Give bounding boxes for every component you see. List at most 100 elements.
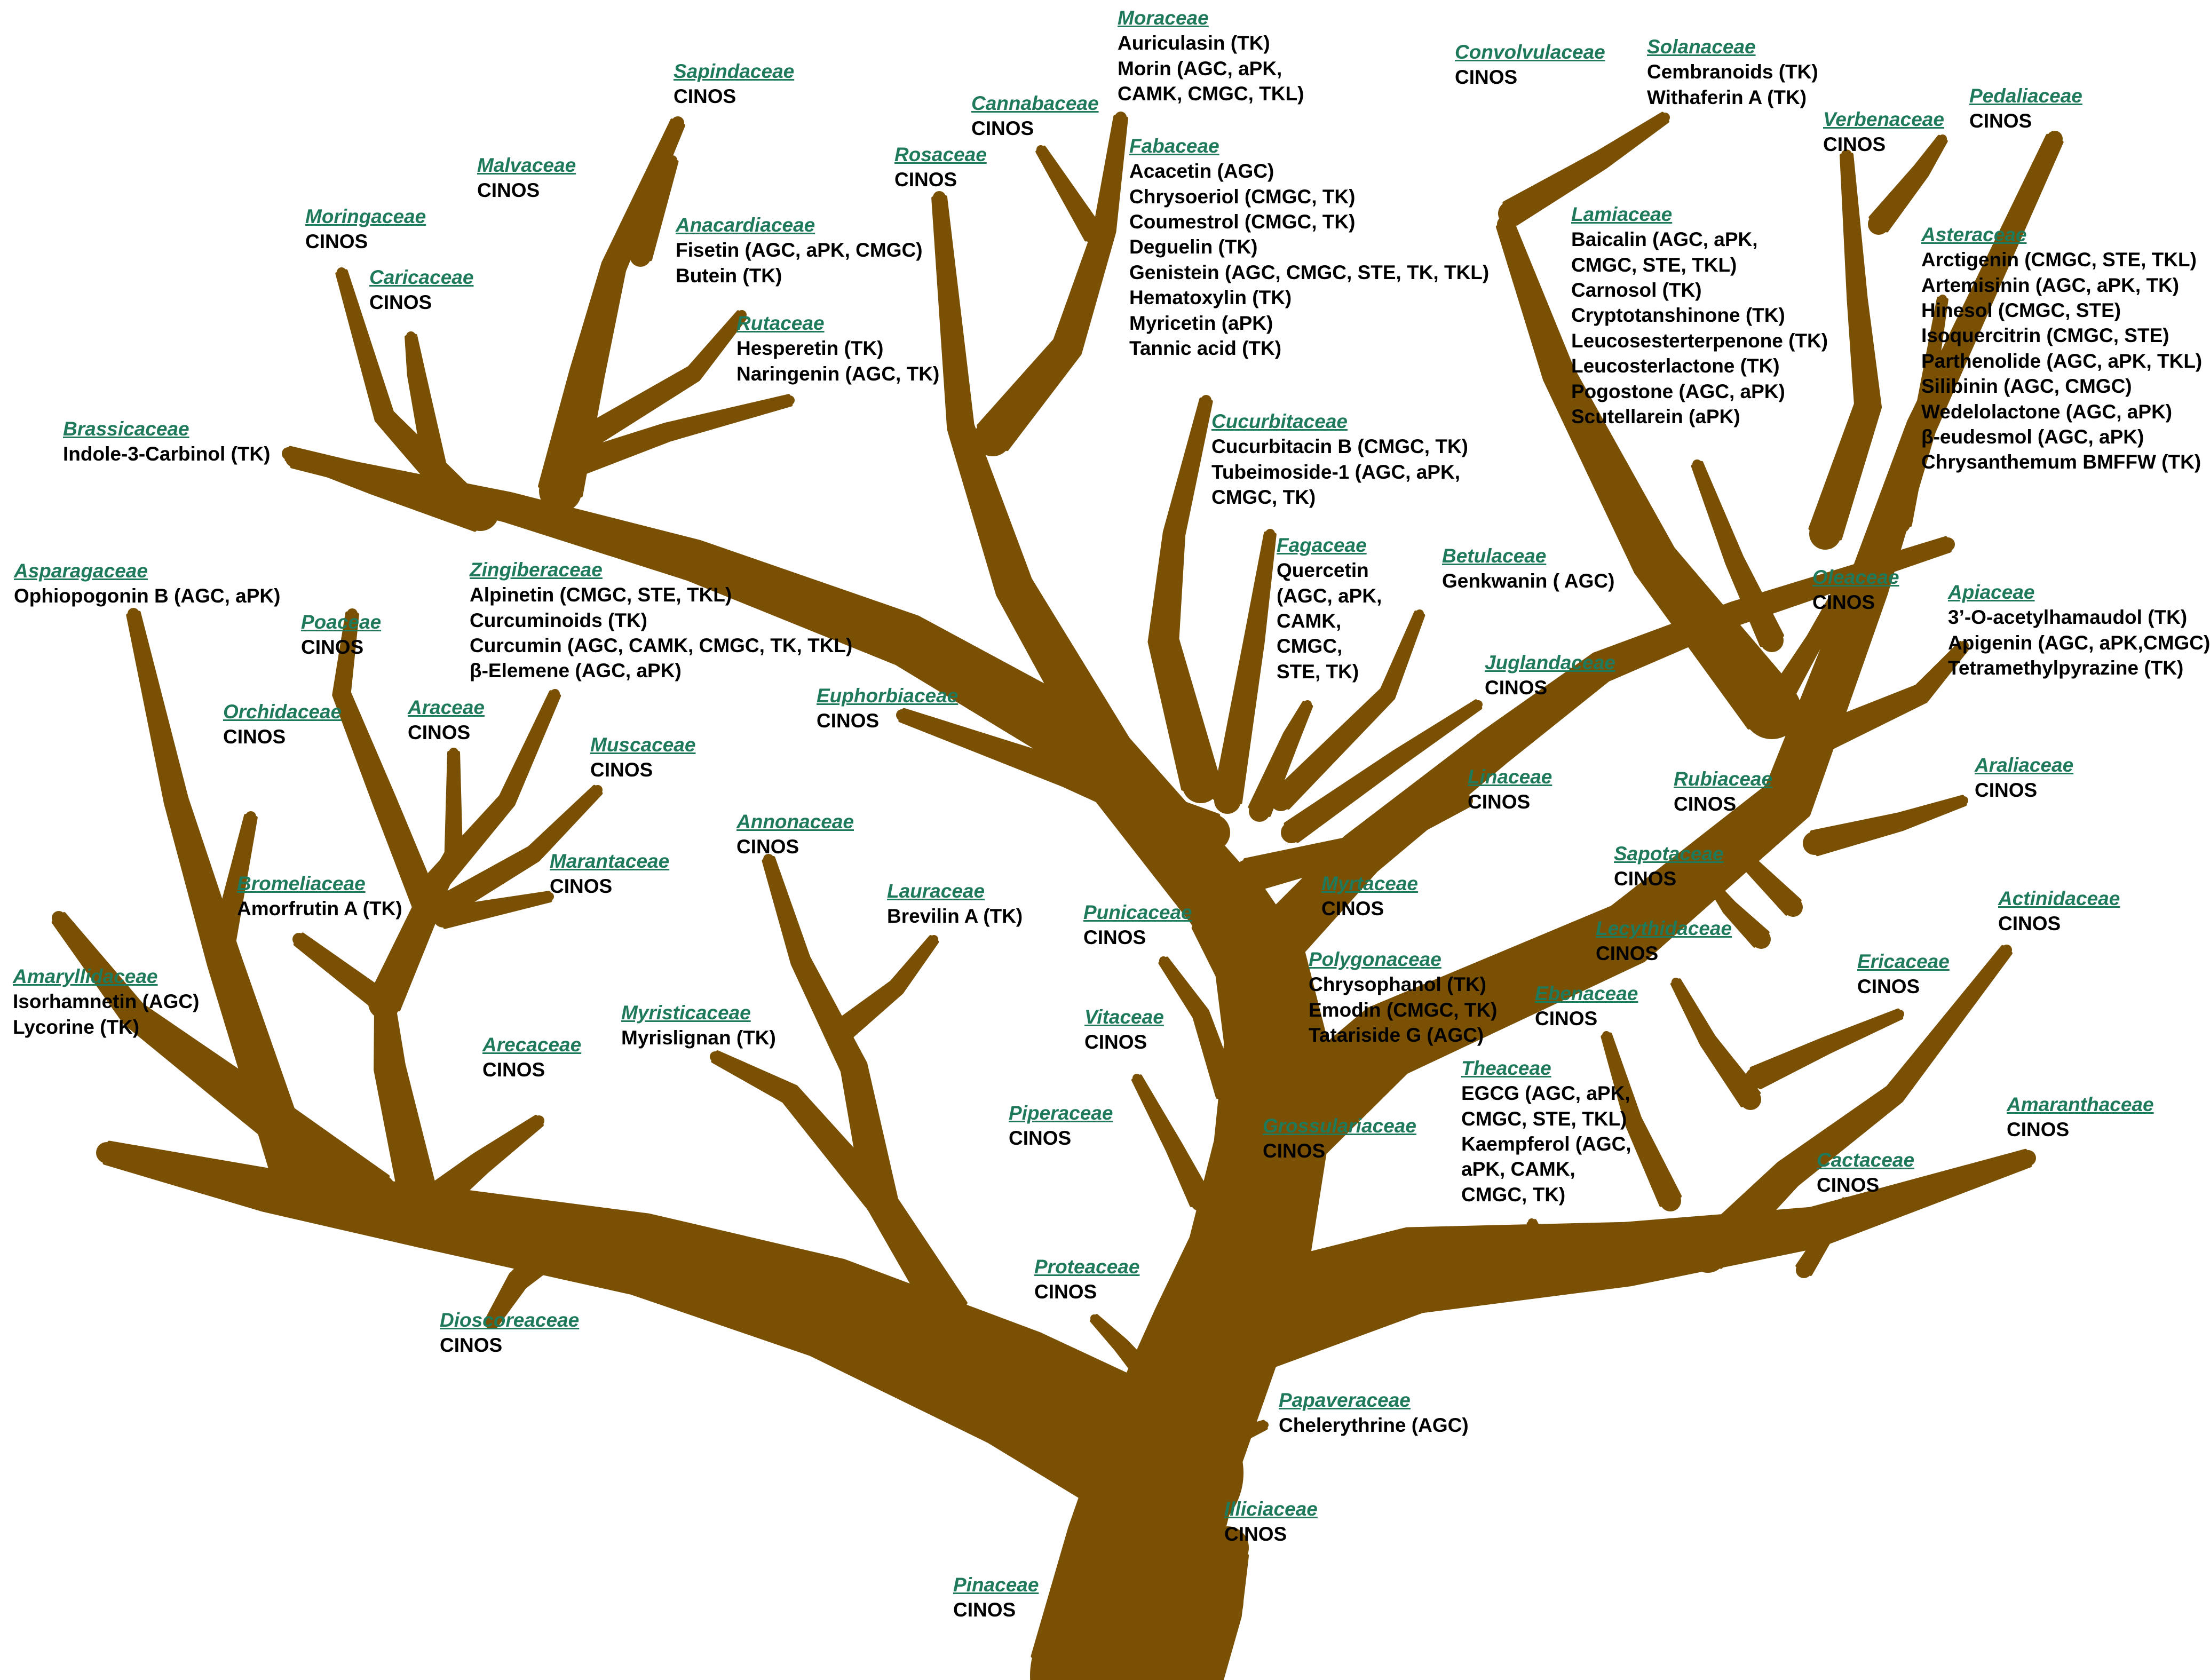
- betulaceae-branch-joint: [1380, 686, 1395, 701]
- compound-text: Auriculasin (TK): [1118, 32, 1270, 54]
- apiaceae-branch-joint: [1812, 723, 1839, 750]
- family-name-proteaceae: Proteaceae: [1034, 1256, 1140, 1278]
- myristicaceae-branch-joint: [780, 1084, 800, 1104]
- compound-text: Curcumin (AGC, CAMK, CMGC, TK, TKL): [470, 635, 853, 657]
- lamiaceae-branch-joint: [1726, 552, 1743, 569]
- anacardiaceae-branch-joint: [737, 310, 747, 320]
- araceae-branch-joint: [416, 897, 438, 918]
- amaranthaceae-branch: [1916, 1152, 2031, 1207]
- juglandaceae-branch-joint: [1474, 700, 1483, 709]
- piperaceae-branch-joint: [956, 1319, 965, 1328]
- cannabaceae-branch: [977, 115, 1128, 451]
- caricaceae-branch-joint: [408, 366, 424, 382]
- illiciaceae-branch-joint: [1218, 1533, 1226, 1541]
- compound-text: CINOS: [408, 722, 471, 744]
- compound-text: CINOS: [1857, 976, 1920, 998]
- bromeliaceae-branch-joint: [292, 933, 305, 946]
- compound-text: CINOS: [1969, 110, 2032, 132]
- compound-text: CMGC, STE, TKL): [1571, 253, 1737, 276]
- poaceae-branch-joint: [334, 686, 350, 702]
- compound-text: 3’-O-acetylhamaudol (TK): [1948, 606, 2188, 629]
- moringaceae-branch-joint: [446, 483, 472, 510]
- proteaceae-branch-joint: [1143, 1373, 1162, 1392]
- compound-text: CMGC, TK): [1461, 1183, 1566, 1206]
- illiciaceae-branch-joint: [1165, 1570, 1184, 1589]
- compound-text: β-Elemene (AGC, aPK): [470, 660, 682, 682]
- rubiaceae-branch-joint: [1784, 898, 1803, 917]
- muscaceae-branch-joint: [526, 846, 542, 862]
- compound-text: CAMK, CMGC, TKL): [1118, 83, 1304, 105]
- family-name-fabaceae: Fabaceae: [1129, 135, 1219, 157]
- compound-text: aPK, CAMK,: [1461, 1158, 1575, 1180]
- moringaceae-branch-joint: [337, 267, 346, 277]
- vitaceae-branch-joint: [1167, 1140, 1182, 1155]
- dioscoreaceae-branch-joint: [547, 1230, 574, 1257]
- theaceae-branch-joint: [1528, 1218, 1535, 1226]
- dioscoreaceae-branch-joint: [508, 1271, 527, 1290]
- compound-text: CINOS: [1998, 913, 2061, 935]
- asparagaceae-branch-joint: [165, 789, 187, 812]
- family-name-araliaceae: Araliaceae: [1975, 754, 2074, 776]
- family-name-marantaceae: Marantaceae: [550, 850, 670, 872]
- compound-text: Kaempferol (AGC,: [1461, 1133, 1631, 1155]
- family-name-malvaceae: Malvaceae: [477, 154, 576, 176]
- apiaceae-branch-joint: [1912, 685, 1930, 703]
- compound-text: CINOS: [440, 1334, 503, 1357]
- family-name-annonaceae: Annonaceae: [736, 811, 854, 833]
- compound-text: Quercetin: [1277, 559, 1369, 582]
- compound-text: Indole-3-Carbinol (TK): [63, 443, 271, 465]
- left-upper-limb-joint: [674, 541, 714, 580]
- family-name-muscaceae: Muscaceae: [590, 734, 696, 756]
- compound-text: CINOS: [817, 710, 880, 732]
- cannabaceae-branch-joint: [1115, 112, 1127, 123]
- compound-text: CINOS: [301, 636, 364, 659]
- arecaceae-branch-joint: [534, 1115, 544, 1126]
- lamiaceae-branch-joint: [1692, 459, 1702, 469]
- compound-text: Cryptotanshinone (TK): [1571, 304, 1785, 327]
- apiaceae-branch-joint: [1959, 641, 1969, 651]
- family-name-euphorbiaceae: Euphorbiaceae: [817, 685, 959, 707]
- left-main-limb-joint: [1105, 1404, 1243, 1542]
- family-name-linaceae: Linaceae: [1468, 766, 1552, 788]
- compound-text: CINOS: [971, 117, 1034, 140]
- pedaliaceae-branch-joint: [1914, 163, 1929, 178]
- caricaceae-branch-joint: [406, 331, 416, 341]
- family-name-fagaceae: Fagaceae: [1277, 534, 1367, 556]
- left-upper-limb-joint: [493, 493, 521, 521]
- family-name-betulaceae: Betulaceae: [1442, 545, 1547, 567]
- family-name-ericaceae: Ericaceae: [1857, 950, 1950, 972]
- compound-text: CINOS: [1596, 942, 1659, 965]
- family-name-juglandaceae: Juglandaceae: [1485, 652, 1615, 673]
- malvaceae-branch-joint: [571, 357, 604, 390]
- compound-text: CINOS: [482, 1059, 545, 1081]
- betulaceae-branch-joint: [1270, 790, 1292, 811]
- compound-text: CINOS: [1468, 791, 1531, 813]
- ebenaceae-branch-joint: [1660, 1190, 1681, 1211]
- compound-text: CINOS: [305, 231, 368, 253]
- center-right-limb-joint: [1586, 652, 1616, 682]
- myrtaceae-branch-joint: [1260, 939, 1281, 961]
- family-name-anacardiaceae: Anacardiaceae: [676, 214, 815, 236]
- lecythidaceae-branch: [1670, 978, 1761, 1107]
- compound-text: Tubeimoside-1 (AGC, aPK,: [1211, 461, 1460, 483]
- tree-branches: [51, 112, 2064, 1680]
- punicaceae-branch-joint: [1159, 956, 1168, 965]
- asteraceae-branch-joint: [1914, 419, 1929, 434]
- poaceae-branch: [332, 611, 442, 1012]
